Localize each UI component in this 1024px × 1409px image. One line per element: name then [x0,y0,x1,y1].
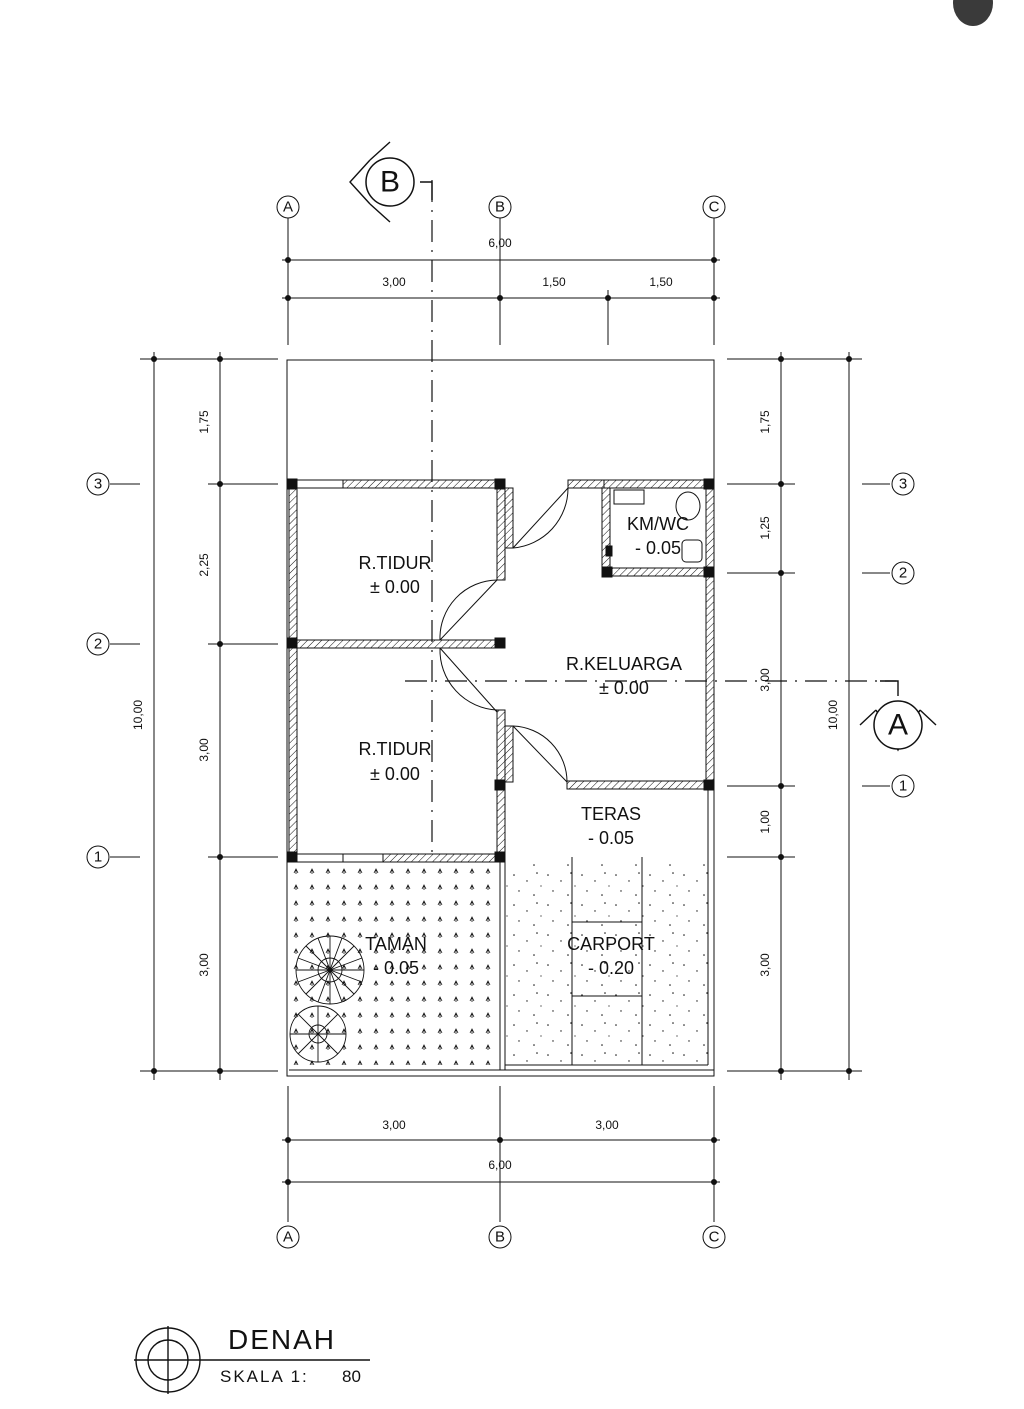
svg-text:A: A [283,1229,293,1246]
axis-bubble-right-1: 1 [891,774,915,798]
room-family-name: R.KELUARGA [566,654,682,674]
dimension-lines-top [282,259,720,345]
dim-right-5: 3,00 [758,953,772,977]
room-bed2-name: R.TIDUR [359,739,432,759]
room-terrace-level: - 0.05 [588,828,634,848]
dimension-dots-right [778,356,852,1074]
room-bed1-level: ± 0.00 [370,577,420,597]
axis-bubble-top-c: C [702,195,726,219]
dim-left-4: 3,00 [197,953,211,977]
section-marker-a: A [859,700,937,752]
axis-bubble-right-2: 2 [891,561,915,585]
doors [439,487,569,783]
grid-axis-rows [110,483,890,858]
room-terrace-name: TERAS [581,804,641,824]
dim-bottom-total: 6,00 [488,1158,512,1172]
axis-bubble-top-b: B [488,195,512,219]
svg-text:C: C [709,1229,720,1246]
dim-right-3: 3,00 [758,668,772,692]
carport-gravel [505,862,708,1065]
dim-top-total: 6,00 [488,236,512,250]
svg-text:B: B [495,1229,505,1246]
dimension-lines-right [727,352,862,1080]
svg-text:A: A [888,709,908,742]
dim-bottom-left: 3,00 [382,1118,406,1132]
dim-right-2: 1,25 [758,516,772,540]
room-bed1-name: R.TIDUR [359,553,432,573]
axis-bubble-bottom-c: C [702,1225,726,1249]
dim-top-right: 1,50 [649,275,673,289]
dimension-lines-left [140,352,278,1080]
svg-text:C: C [709,199,720,216]
axis-bubble-left-1: 1 [86,845,110,869]
room-bath-name: KM/WC [627,514,689,534]
room-garden-level: - 0.05 [373,958,419,978]
room-carport-name: CARPORT [567,934,655,954]
room-family-level: ± 0.00 [599,678,649,698]
axis-bubble-left-2: 2 [86,632,110,656]
axis-bubble-left-3: 3 [86,472,110,496]
svg-text:3: 3 [94,476,102,493]
scale-value: 80 [342,1367,361,1386]
dimension-dots-top [285,257,717,301]
title-denah: DENAH [228,1324,336,1355]
svg-text:2: 2 [94,636,102,653]
dim-right-total: 10,00 [826,700,840,730]
grid-axis-columns [287,218,715,1222]
room-garden-name: TAMAN [365,934,427,954]
dim-top-left: 3,00 [382,275,406,289]
axis-bubble-right-3: 3 [891,472,915,496]
dimension-dots-left [151,356,223,1074]
garden-trees [289,935,365,1063]
svg-text:B: B [380,166,400,199]
dim-left-3: 3,00 [197,738,211,762]
dim-top-mid: 1,50 [542,275,566,289]
scale-label: SKALA 1: [220,1367,309,1386]
svg-text:2: 2 [899,565,907,582]
dimension-dots-bottom [285,1137,717,1185]
dim-left-total: 10,00 [131,700,145,730]
section-marker-b: B [349,141,415,223]
bathroom-fixtures [605,489,703,563]
walls [286,478,715,863]
axis-bubble-top-a: A [276,195,300,219]
dim-left-1: 1,75 [197,410,211,434]
svg-text:1: 1 [899,778,907,795]
dim-right-4: 1,00 [758,810,772,834]
dim-bottom-right: 3,00 [595,1118,619,1132]
title-block: DENAH SKALA 1: 80 [134,1324,370,1394]
room-carport-level: - 0.20 [588,958,634,978]
room-bath-level: - 0.05 [635,538,681,558]
svg-text:3: 3 [899,476,907,493]
svg-text:1: 1 [94,849,102,866]
dim-right-1: 1,75 [758,410,772,434]
carport-strips [289,786,714,1071]
svg-text:B: B [495,199,505,216]
north-arrow-icon [134,1326,370,1394]
svg-text:A: A [283,199,293,216]
axis-bubble-bottom-a: A [276,1225,300,1249]
axis-bubble-bottom-b: B [488,1225,512,1249]
dim-left-2: 2,25 [197,553,211,577]
room-bed2-level: ± 0.00 [370,764,420,784]
